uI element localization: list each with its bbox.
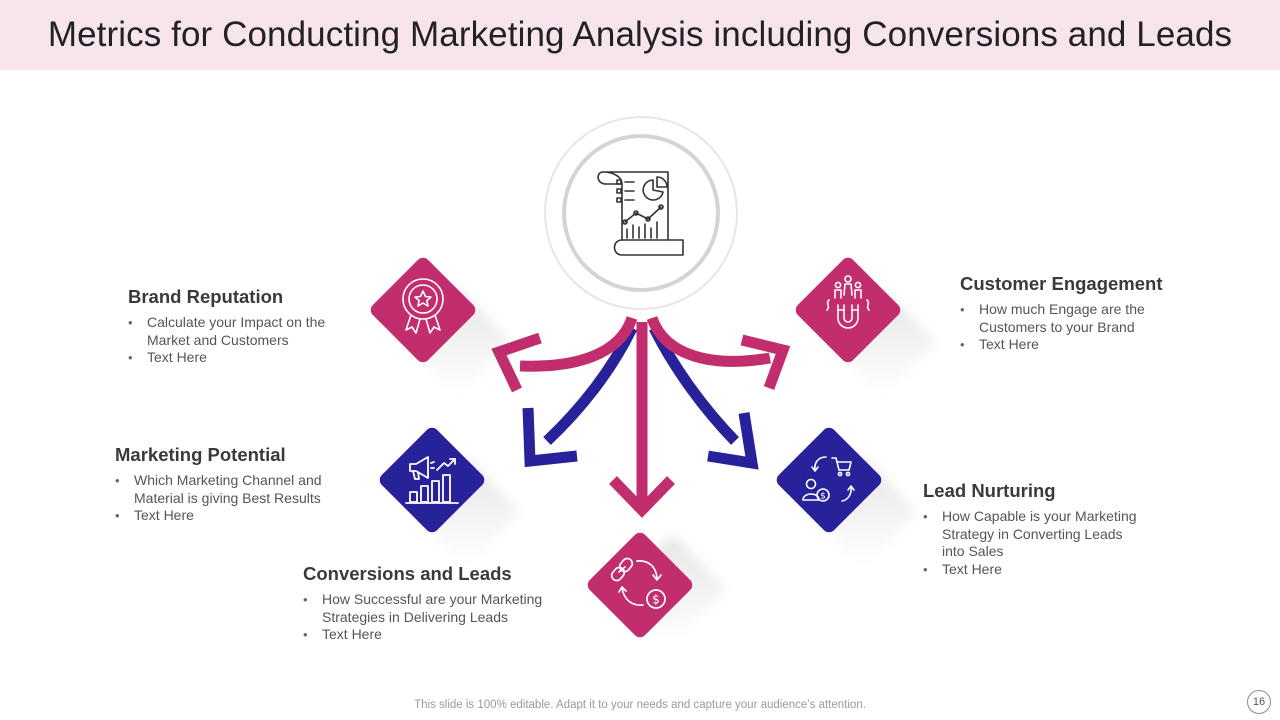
item-customer-engagement: Customer Engagement How much Engage are … — [960, 273, 1165, 354]
diamond-conversions: $ — [587, 532, 725, 642]
award-badge-icon — [402, 278, 444, 334]
report-chart-icon — [597, 171, 684, 256]
item-bullet: Text Here — [303, 626, 553, 644]
diamond-brand-reputation — [370, 257, 510, 395]
arrow-head-conversions — [609, 476, 675, 518]
arrows — [491, 315, 791, 518]
arrow-to-brand-reputation — [519, 315, 638, 372]
item-title: Conversions and Leads — [303, 563, 512, 584]
item-bullet: Text Here — [960, 336, 1165, 354]
center-hub — [544, 116, 738, 310]
item-title: Marketing Potential — [115, 444, 286, 465]
item-brand-reputation: Brand Reputation Calculate your Impact o… — [128, 286, 338, 367]
item-title: Brand Reputation — [128, 286, 284, 307]
item-bullet: Text Here — [923, 561, 1148, 579]
item-bullet: Which Marketing Channel and Material is … — [115, 472, 340, 507]
arrow-to-customer-engagement — [646, 315, 771, 367]
title-bar: Metrics for Conducting Marketing Analysi… — [0, 0, 1280, 70]
link-dollar-icon: $ — [610, 557, 666, 609]
item-lead-nurturing: Lead Nurturing How Capable is your Marke… — [923, 480, 1148, 578]
cart-customer-icon: $ — [802, 456, 855, 502]
arrow-head-customer-engagement — [740, 334, 791, 390]
svg-text:$: $ — [652, 593, 660, 607]
item-bullet: Calculate your Impact on the Market and … — [128, 314, 338, 349]
arrow-head-lead-nurturing — [707, 412, 759, 470]
item-conversions-and-leads: Conversions and Leads How Successful are… — [303, 563, 553, 644]
arrow-head-marketing-potential — [522, 407, 578, 468]
item-bullet: How Capable is your Marketing Strategy i… — [923, 508, 1148, 561]
item-bullet: How much Engage are the Customers to you… — [960, 301, 1165, 336]
page-number: 16 — [1247, 690, 1271, 714]
arrow-to-marketing-potential — [543, 325, 637, 446]
diamond-customer-engagement — [795, 257, 935, 395]
item-title: Customer Engagement — [960, 273, 1163, 294]
diamond-marketing-potential — [379, 427, 519, 565]
svg-text:$: $ — [820, 492, 826, 502]
item-bullet: Text Here — [115, 507, 340, 525]
item-bullet: Text Here — [128, 349, 338, 367]
item-marketing-potential: Marketing Potential Which Marketing Chan… — [115, 444, 340, 525]
megaphone-growth-icon — [405, 456, 459, 504]
diamond-lead-nurturing: $ — [776, 427, 916, 565]
item-bullet: How Successful are your Marketing Strate… — [303, 591, 553, 626]
magnet-people-icon — [826, 275, 870, 329]
item-title: Lead Nurturing — [923, 480, 1056, 501]
slide-title: Metrics for Conducting Marketing Analysi… — [47, 15, 1233, 54]
footer-note: This slide is 100% editable. Adapt it to… — [414, 699, 866, 711]
